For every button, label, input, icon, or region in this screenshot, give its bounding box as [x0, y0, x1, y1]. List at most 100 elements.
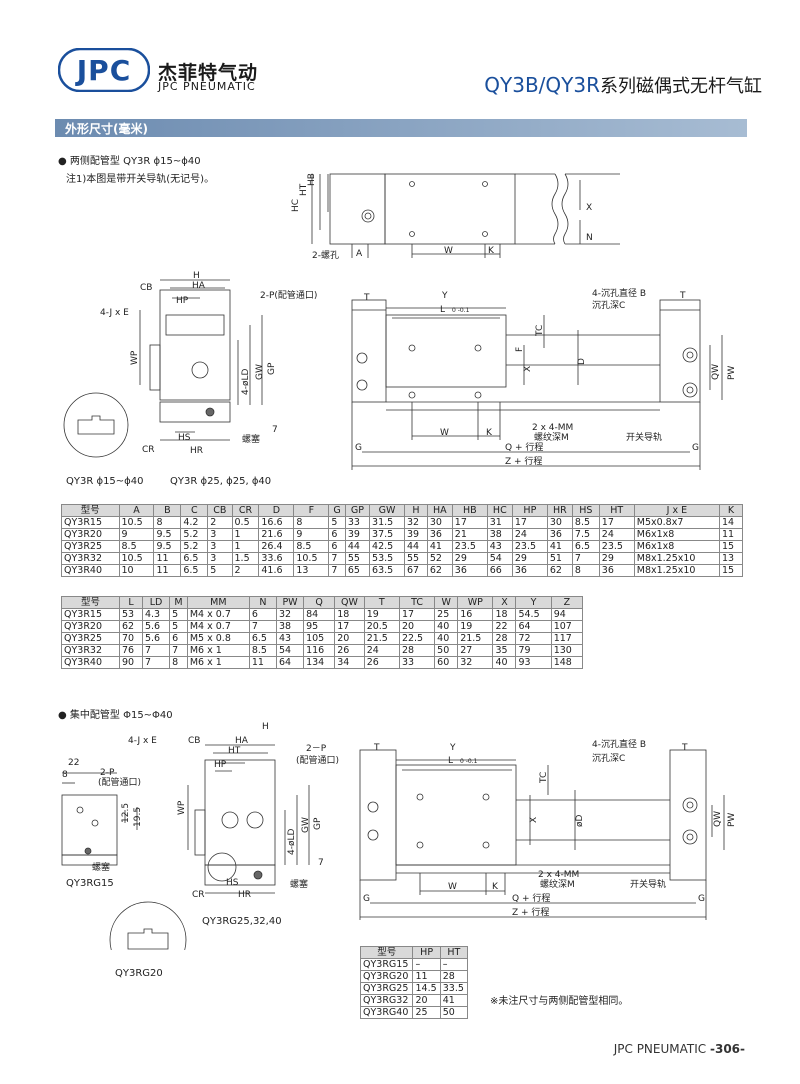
- svg-text:CB: CB: [188, 736, 200, 746]
- table-cell: 10.5: [118, 516, 155, 529]
- table-cell: 32: [404, 516, 428, 529]
- table-cell: 36: [511, 564, 548, 577]
- table-cell: 29: [598, 552, 635, 565]
- svg-text:T: T: [679, 291, 686, 301]
- svg-text:WP: WP: [130, 350, 140, 365]
- table-cell: 40: [492, 656, 517, 669]
- svg-text:W: W: [440, 428, 449, 438]
- table-cell: 94: [550, 608, 584, 621]
- column-header: HP: [412, 946, 441, 959]
- table-cell: 6: [248, 608, 277, 621]
- column-header: W: [434, 596, 459, 609]
- svg-text:HC: HC: [291, 199, 301, 212]
- column-header: HS: [571, 504, 600, 517]
- table-cell: 17: [398, 608, 436, 621]
- table-cell: 40: [434, 632, 459, 645]
- svg-text:4-沉孔直径 B: 4-沉孔直径 B: [592, 738, 646, 750]
- svg-text:X: X: [586, 203, 592, 213]
- svg-text:2-螺孔: 2-螺孔: [312, 250, 339, 261]
- table-cell: 5.2: [180, 540, 209, 553]
- table-cell: 19: [363, 608, 400, 621]
- column-header: M: [169, 596, 188, 609]
- column-header: LD: [141, 596, 171, 609]
- table-cell: 130: [550, 644, 584, 657]
- svg-text:W: W: [444, 246, 453, 256]
- column-header: HB: [451, 504, 488, 517]
- table-cell: 21.6: [258, 528, 295, 541]
- column-header: PW: [275, 596, 305, 609]
- table-cell: 5.2: [180, 528, 209, 541]
- label-rg20: QY3RG20: [115, 968, 163, 979]
- table-cell: 28: [492, 632, 517, 645]
- part1-heading: ● 两侧配管型 QY3R ϕ15~ϕ40: [58, 156, 201, 167]
- table-cell: 26.4: [258, 540, 295, 553]
- svg-text:HR: HR: [238, 890, 251, 900]
- column-header: F: [293, 504, 330, 517]
- table-cell: 37.5: [369, 528, 406, 541]
- table-cell: 20: [398, 620, 436, 633]
- table-cell: 15: [718, 564, 744, 577]
- table-cell: 8.5: [248, 644, 277, 657]
- table-cell: 14: [718, 516, 744, 529]
- front-view-carriage: [385, 314, 507, 388]
- model-cell: QY3RG20: [359, 970, 414, 983]
- svg-text:22: 22: [68, 758, 79, 768]
- column-header: QW: [334, 596, 365, 609]
- svg-text:CR: CR: [142, 445, 155, 455]
- svg-text:0 -0.1: 0 -0.1: [452, 307, 470, 314]
- svg-text:H: H: [193, 271, 200, 281]
- note-unmarked: ※未注尺寸与两侧配管型相同。: [490, 996, 629, 1007]
- svg-text:QW: QW: [711, 364, 721, 380]
- table-cell: 33: [398, 656, 436, 669]
- svg-text:T: T: [373, 743, 380, 753]
- rg-front-endblock-left: [359, 749, 397, 881]
- svg-text:2 x 4-MM: 2 x 4-MM: [538, 870, 579, 880]
- rg20-detail-circle: [109, 901, 187, 950]
- svg-text:D: D: [577, 358, 587, 365]
- table-cell: 17: [511, 516, 548, 529]
- jpc-logo: JPC: [57, 47, 151, 93]
- table-cell: 9: [293, 528, 330, 541]
- table-cell: 17: [334, 620, 365, 633]
- table-cell: 6.5: [180, 564, 209, 577]
- table-cell: 28: [439, 970, 469, 983]
- table-cell: 26: [334, 644, 365, 657]
- table-cell: 63.5: [369, 564, 406, 577]
- table-cell: 72: [515, 632, 552, 645]
- svg-text:2－P: 2－P: [306, 744, 327, 754]
- svg-text:WP: WP: [177, 800, 187, 815]
- table-cell: 33: [344, 516, 371, 529]
- table-cell: 22: [492, 620, 517, 633]
- table-cell: 11: [718, 528, 744, 541]
- table-cell: 11: [248, 656, 277, 669]
- table-cell: 22.5: [398, 632, 436, 645]
- column-header: K: [718, 504, 744, 517]
- table-cell: 54: [275, 644, 305, 657]
- model-cell: QY3RG32: [359, 994, 414, 1007]
- svg-text:L: L: [440, 305, 445, 315]
- table-cell: 26: [363, 656, 400, 669]
- table-cell: 44: [404, 540, 428, 553]
- table-cell: 27: [457, 644, 494, 657]
- column-header: T: [363, 596, 400, 609]
- model-cell: QY3RG15: [359, 958, 414, 971]
- table-cell: M6 x 1: [186, 644, 250, 657]
- table-cell: 36: [546, 528, 573, 541]
- svg-text:K: K: [492, 882, 499, 892]
- column-header: J x E: [633, 504, 720, 517]
- svg-text:K: K: [488, 246, 495, 256]
- table-cell: 11: [412, 970, 441, 983]
- table-cell: 3: [207, 552, 233, 565]
- brand-name-en: JPC PNEUMATIC: [158, 80, 256, 93]
- table-cell: 134: [303, 656, 336, 669]
- table-cell: 33.6: [258, 552, 295, 565]
- table-cell: 3: [207, 540, 233, 553]
- table-cell: 148: [550, 656, 584, 669]
- table-cell: 18: [492, 608, 517, 621]
- table-cell: 62: [426, 564, 453, 577]
- table-cell: M6x1x8: [633, 540, 720, 553]
- svg-text:(配管通口): (配管通口): [98, 776, 141, 788]
